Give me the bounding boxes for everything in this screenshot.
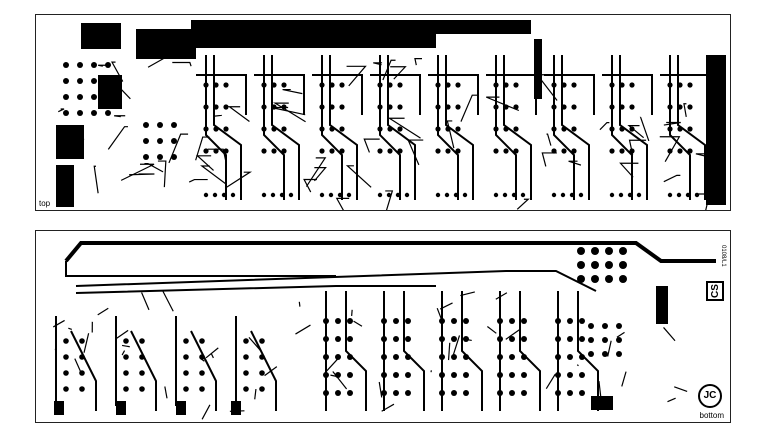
bottom-layer-label: bottom (699, 411, 724, 420)
top-layer-pcb: top (35, 14, 731, 211)
bottom-layer-traces (52, 241, 716, 420)
jc-logo: JC (698, 384, 722, 408)
top-layer-traces (56, 20, 726, 210)
cs-silkscreen-mark: CS (706, 281, 724, 301)
board-code-text: 0108/L1 (720, 245, 726, 267)
top-layer-label: top (39, 199, 51, 208)
bottom-layer-pcb: 0108/L1 CS JC bottom (35, 230, 731, 423)
